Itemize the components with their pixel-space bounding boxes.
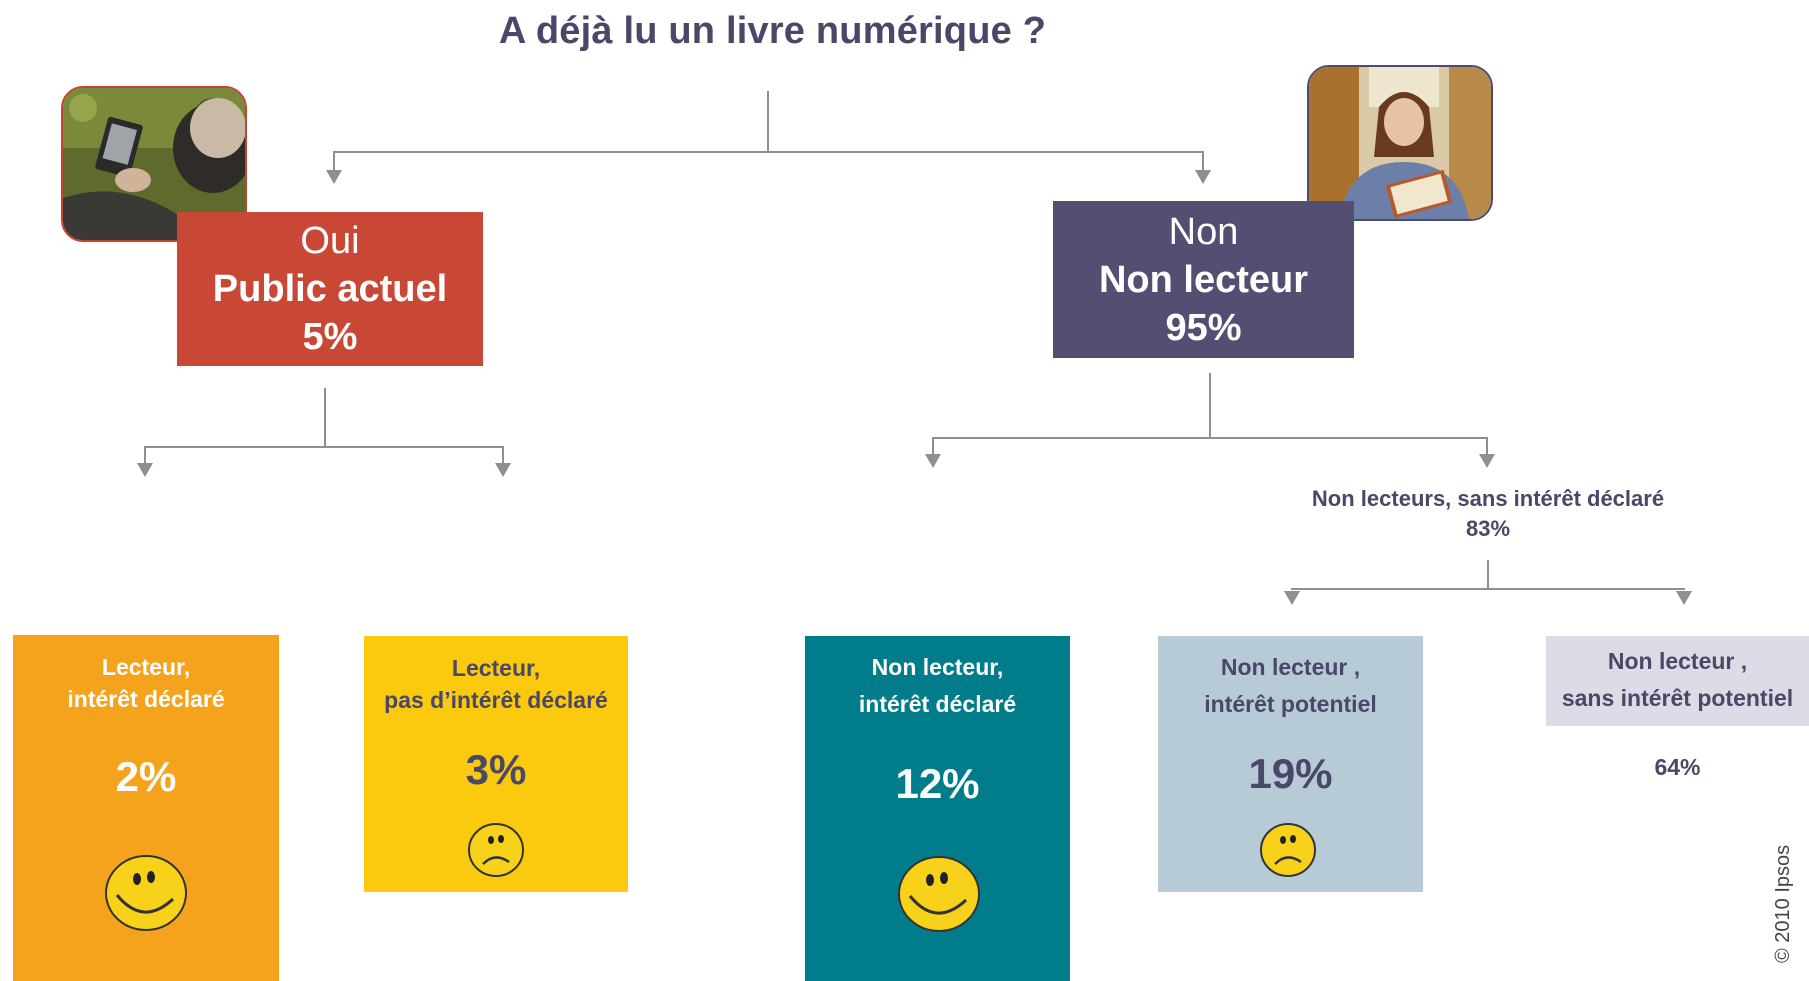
arrow-icon (137, 463, 153, 477)
arrow-icon (326, 170, 342, 184)
happy-smiley-icon (105, 855, 187, 931)
leaf-percent: 12% (895, 760, 980, 807)
leaf-label: intérêt déclaré (858, 691, 1017, 717)
leaf-label: Non lecteur , (1607, 648, 1748, 674)
arrow-icon (1195, 170, 1211, 184)
connector (144, 446, 504, 448)
woman-reading-image-icon (1309, 67, 1491, 219)
leaf-label: Lecteur, (101, 654, 191, 680)
sub-node-percent: 83% (1465, 516, 1511, 541)
connector (1202, 151, 1204, 171)
leaf-non-lecteur-interet: Non lecteur, intérêt déclaré 12% (805, 636, 1070, 981)
connector (1486, 437, 1488, 455)
connector (333, 151, 335, 171)
connector (932, 437, 1488, 439)
connector (1209, 373, 1211, 438)
leaf-label: intérêt déclaré (67, 686, 225, 712)
leaf-lecteur-pas-interet: Lecteur, pas d’intérêt déclaré 3% (364, 636, 628, 892)
leaf-label: intérêt potentiel (1204, 691, 1377, 717)
sub-node-label: Non lecteurs, sans intérêt déclaré (1311, 486, 1665, 511)
sub-node: Non lecteurs, sans intérêt déclaré 83% (1290, 484, 1686, 544)
leaf-percent: 19% (1248, 750, 1333, 797)
connector (932, 437, 934, 455)
leaf-label: Non lecteur , (1220, 654, 1361, 680)
leaf-non-lecteur-potentiel: Non lecteur , intérêt potentiel 19% (1158, 636, 1423, 892)
connector (767, 91, 769, 153)
connector (502, 446, 504, 464)
node-oui-percent: 5% (302, 316, 358, 358)
connector (333, 151, 1204, 153)
node-oui-answer: Oui (300, 220, 360, 262)
arrow-icon (1676, 591, 1692, 605)
woman-reading-photo (1307, 65, 1493, 221)
node-non: Non Non lecteur 95% (1053, 201, 1354, 358)
leaf-percent: 2% (115, 753, 177, 800)
connector (1291, 588, 1685, 590)
arrow-icon (1479, 454, 1495, 468)
node-oui-label: Public actuel (212, 268, 448, 310)
leaf-label: Lecteur, (451, 655, 541, 681)
leaf-percent: 64% (1654, 754, 1701, 780)
arrow-icon (495, 463, 511, 477)
ereader-image-icon (63, 88, 245, 240)
connector (144, 446, 146, 464)
leaf-label: Non lecteur, (871, 654, 1004, 680)
node-oui: Oui Public actuel 5% (177, 212, 483, 366)
leaf-non-lecteur-sans-potentiel: Non lecteur , sans intérêt potentiel (1546, 636, 1809, 726)
copyright-text: © 2010 Ipsos (1772, 844, 1794, 963)
node-non-percent: 95% (1165, 306, 1242, 349)
arrow-icon (925, 454, 941, 468)
leaf-label: pas d’intérêt déclaré (384, 687, 608, 713)
sad-smiley-icon (1260, 823, 1316, 877)
arrow-icon (1284, 591, 1300, 605)
connector (1487, 560, 1489, 590)
connector (324, 388, 326, 448)
node-non-answer: Non (1168, 210, 1239, 253)
ereader-photo (61, 86, 247, 242)
node-non-label: Non lecteur (1098, 258, 1309, 301)
leaf-lecteur-interet: Lecteur, intérêt déclaré 2% (13, 635, 279, 981)
sad-smiley-icon (468, 823, 524, 877)
leaf-label: sans intérêt potentiel (1561, 685, 1794, 711)
diagram-title: A déjà lu un livre numérique ? (498, 10, 1047, 52)
happy-smiley-icon (898, 856, 980, 932)
leaf-percent: 3% (465, 746, 527, 793)
